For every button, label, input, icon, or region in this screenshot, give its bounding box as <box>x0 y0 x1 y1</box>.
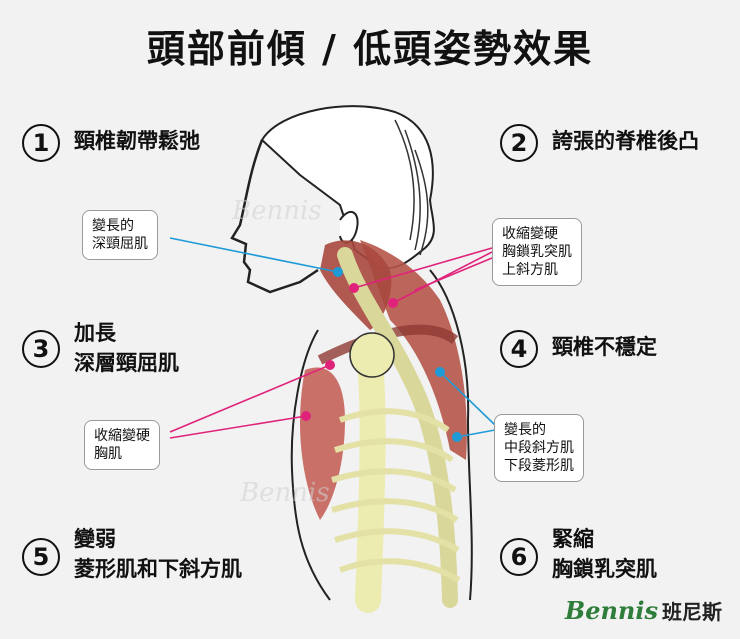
effect-number-5: 5 <box>22 538 60 576</box>
effect-number-1: 1 <box>22 124 60 162</box>
effect-number-2: 2 <box>500 124 538 162</box>
callout-line: 上斜方肌 <box>502 262 558 278</box>
effect-number-4: 4 <box>500 330 538 368</box>
effect-label-6-line2: 胸鎖乳突肌 <box>552 557 657 581</box>
effect-number-3: 3 <box>22 330 60 368</box>
spine <box>337 247 458 608</box>
effect-label-5-line1: 變弱 <box>74 527 116 551</box>
effect-label-4: 頸椎不穩定 <box>552 335 657 359</box>
callout-line: 變長的 <box>504 422 546 438</box>
callout-mid-trapezius-rhomboid: 變長的 中段斜方肌 下段菱形肌 <box>494 414 584 482</box>
callout-line: 胸肌 <box>94 446 122 462</box>
callout-pectorals: 收縮變硬 胸肌 <box>84 420 160 470</box>
effect-label-3-line1: 加長 <box>74 321 116 345</box>
callout-line: 下段菱形肌 <box>504 458 574 474</box>
effect-label-3: 加長 深層頸屈肌 <box>74 318 179 378</box>
effect-label-1: 頸椎韌帶鬆弛 <box>74 129 200 153</box>
effect-number-6: 6 <box>500 538 538 576</box>
effect-label-6-line1: 緊縮 <box>552 527 594 551</box>
logo-brand-text: Bennis <box>564 596 658 625</box>
body-outline <box>290 269 473 601</box>
face-profile <box>230 139 319 294</box>
callout-line: 變長的 <box>92 218 134 234</box>
page-title: 頭部前傾 / 低頭姿勢效果 <box>146 27 594 71</box>
watermark: Bennis <box>240 478 330 508</box>
callout-line: 收縮變硬 <box>502 226 558 242</box>
callout-deep-neck-flexors: 變長的 深頸屈肌 <box>82 210 158 260</box>
effect-label-5-line2: 菱形肌和下斜方肌 <box>74 557 242 581</box>
watermark: Bennis <box>232 196 322 226</box>
effect-label-6: 緊縮 胸鎖乳突肌 <box>552 524 657 584</box>
callout-scm-upper-trapezius: 收縮變硬 胸鎖乳突肌 上斜方肌 <box>492 218 582 286</box>
callout-line: 深頸屈肌 <box>92 236 148 252</box>
effect-label-3-line2: 深層頸屈肌 <box>74 351 179 375</box>
callout-line: 中段斜方肌 <box>504 440 574 456</box>
callout-line: 胸鎖乳突肌 <box>502 244 572 260</box>
effect-label-2: 誇張的脊椎後凸 <box>552 129 699 153</box>
callout-line: 收縮變硬 <box>94 428 150 444</box>
effect-label-5: 變弱 菱形肌和下斜方肌 <box>74 524 242 584</box>
logo-chinese-text: 班尼斯 <box>662 600 722 624</box>
ribcage <box>331 408 461 583</box>
